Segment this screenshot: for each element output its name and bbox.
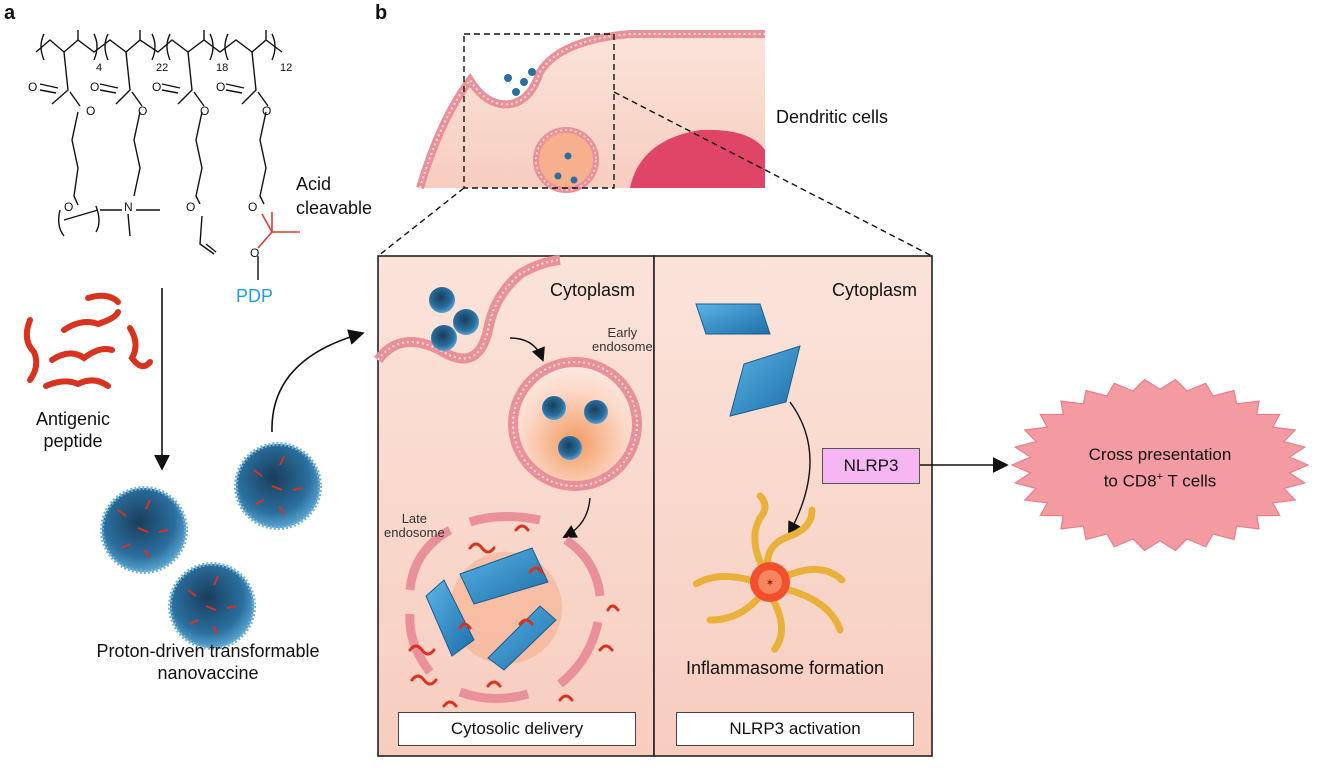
outcome-line2-post: T cells <box>1163 471 1217 491</box>
atom-n: N <box>124 200 133 214</box>
svg-text:✶: ✶ <box>766 578 774 589</box>
zoom-line-left <box>377 187 465 257</box>
atom-o-11: O <box>248 200 258 214</box>
atom-o-5: O <box>152 80 162 94</box>
early-endosome <box>508 357 642 491</box>
outcome-line1: Cross presentation <box>1088 445 1232 464</box>
late-endosome <box>405 511 605 704</box>
nanoparticle <box>100 486 188 574</box>
antigenic-peptide-label: Antigenic peptide <box>18 408 128 452</box>
nlrp3-box: NLRP3 <box>822 448 920 484</box>
arrow-to-early-endosome <box>509 337 545 362</box>
left-cytoplasm-label: Cytoplasm <box>550 280 636 300</box>
early-endosome-line1: Early <box>607 325 638 340</box>
acid-cleavable-line2: cleavable <box>296 198 373 218</box>
right-zoom-panel <box>653 255 933 757</box>
acid-cleavable-line1: Acid <box>296 174 332 194</box>
late-endosome-line1: Late <box>401 511 428 526</box>
atom-o-7: O <box>216 80 226 94</box>
subscript-1: 4 <box>96 62 103 74</box>
atom-o-1: O <box>28 80 38 94</box>
atom-o-12: O <box>250 246 260 260</box>
atom-o-9: O <box>64 200 74 214</box>
acid-cleavable-label: Acid cleavable <box>296 172 372 220</box>
early-endosome-line2: endosome <box>592 339 653 354</box>
atom-o-10: O <box>186 200 196 214</box>
pdp-label: PDP <box>236 286 274 306</box>
panel-a-letter: a <box>4 2 16 24</box>
antigenic-line1: Antigenic <box>35 409 111 429</box>
nanoparticle <box>168 562 256 650</box>
late-endosome-label: Late endosome <box>384 512 445 540</box>
late-endosome-line2: endosome <box>384 525 445 540</box>
dendritic-cell <box>416 30 765 193</box>
antigenic-line2: peptide <box>43 431 103 451</box>
nanovaccine-line1: Proton-driven transformable <box>96 641 320 661</box>
outcome-sup: + <box>1156 471 1164 483</box>
early-endosome-label: Early endosome <box>592 326 653 354</box>
nanoparticles-group <box>100 442 322 650</box>
plasma-membrane <box>373 255 561 364</box>
nlrp3-activation-box: NLRP3 activation <box>676 712 914 746</box>
outcome-label: Cross presentation to CD8+ T cells <box>1050 444 1270 493</box>
subscript-4: 12 <box>280 62 293 74</box>
atom-o-6: O <box>200 104 210 118</box>
nanoparticle <box>234 442 322 530</box>
subscript-3: 18 <box>216 62 229 74</box>
outcome-burst <box>1010 378 1310 552</box>
right-nanosheets <box>695 303 801 417</box>
atom-o-8: O <box>262 104 272 118</box>
subscript-2: 22 <box>156 62 169 74</box>
zoom-box <box>463 33 615 189</box>
dendritic-cells-label: Dendritic cells <box>776 107 889 127</box>
nanosheets <box>425 547 557 671</box>
nanovaccine-label: Proton-driven transformable nanovaccine <box>72 640 344 684</box>
acid-cleavable-bond <box>257 212 300 249</box>
arrow-to-inflammasome <box>788 401 811 536</box>
delivery-arrow <box>271 329 365 433</box>
internalizing-nanoparticles <box>429 287 479 351</box>
arrow-to-late-endosome <box>562 497 591 539</box>
right-cytoplasm-label: Cytoplasm <box>832 280 918 300</box>
polymer-structure <box>35 30 283 255</box>
atom-o-4: O <box>138 104 148 118</box>
outcome-line2-pre: to CD8 <box>1103 471 1157 491</box>
antigenic-peptides <box>23 292 153 389</box>
inflammasome: ✶ <box>692 492 846 654</box>
atom-o-3: O <box>90 80 100 94</box>
outcome-line2: to CD8+ T cells <box>1050 466 1270 493</box>
cytosolic-delivery-box: Cytosolic delivery <box>398 712 636 746</box>
inflammasome-label: Inflammasome formation <box>686 658 885 678</box>
panel-b-letter: b <box>375 2 388 24</box>
released-peptides <box>408 524 620 708</box>
atom-o-2: O <box>86 104 96 118</box>
nanovaccine-line2: nanovaccine <box>157 663 259 683</box>
